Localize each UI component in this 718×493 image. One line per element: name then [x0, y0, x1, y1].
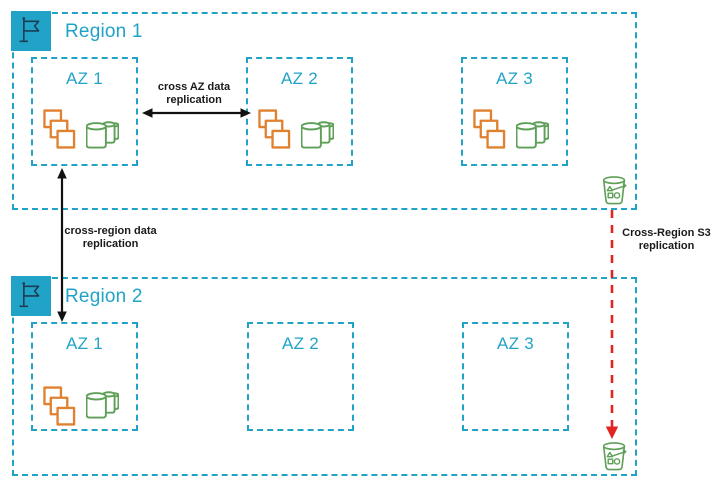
- region-2-az-3-box: AZ 3: [462, 322, 569, 431]
- storage-volumes-stack-icon: [516, 121, 549, 149]
- region-1-box: Region 1 AZ 1: [11, 11, 637, 210]
- region-2-flag-badge: [11, 276, 51, 316]
- instances-stack-icon: [473, 109, 506, 149]
- s3-bucket-icon: [602, 442, 627, 471]
- az-label: AZ 1: [65, 69, 104, 88]
- s3-bucket-icon: [602, 176, 627, 205]
- az-label: AZ 3: [496, 334, 535, 353]
- region-1-az-3-box: AZ 3: [461, 57, 568, 166]
- cross-region-replication-label: cross-region data replication: [64, 225, 157, 250]
- instances-stack-icon: [258, 109, 291, 149]
- s3-replication-label: Cross-Region S3 replication: [622, 227, 711, 252]
- instances-stack-icon: [43, 386, 76, 426]
- az-label: AZ 1: [65, 334, 104, 353]
- storage-volumes-stack-icon: [86, 391, 119, 419]
- region-2-label: Region 2: [65, 286, 143, 307]
- region-1-az-1-box: AZ 1: [31, 57, 138, 166]
- az-label: AZ 2: [280, 69, 319, 88]
- region-flag-icon: [19, 282, 40, 308]
- region-2-az-1-box: AZ 1: [31, 322, 138, 431]
- cross-az-replication-label: cross AZ data replication: [157, 81, 231, 106]
- region-flag-icon: [19, 17, 40, 43]
- az-label: AZ 3: [495, 69, 534, 88]
- az-label: AZ 2: [281, 334, 320, 353]
- storage-volumes-stack-icon: [301, 121, 334, 149]
- storage-volumes-stack-icon: [86, 121, 119, 149]
- region-1-label: Region 1: [65, 21, 143, 42]
- region-2-az-2-box: AZ 2: [247, 322, 354, 431]
- instances-stack-icon: [43, 109, 76, 149]
- region-2-box: Region 2 AZ 1: [11, 276, 637, 476]
- region-1-flag-badge: [11, 11, 51, 51]
- region-1-az-2-box: AZ 2: [246, 57, 353, 166]
